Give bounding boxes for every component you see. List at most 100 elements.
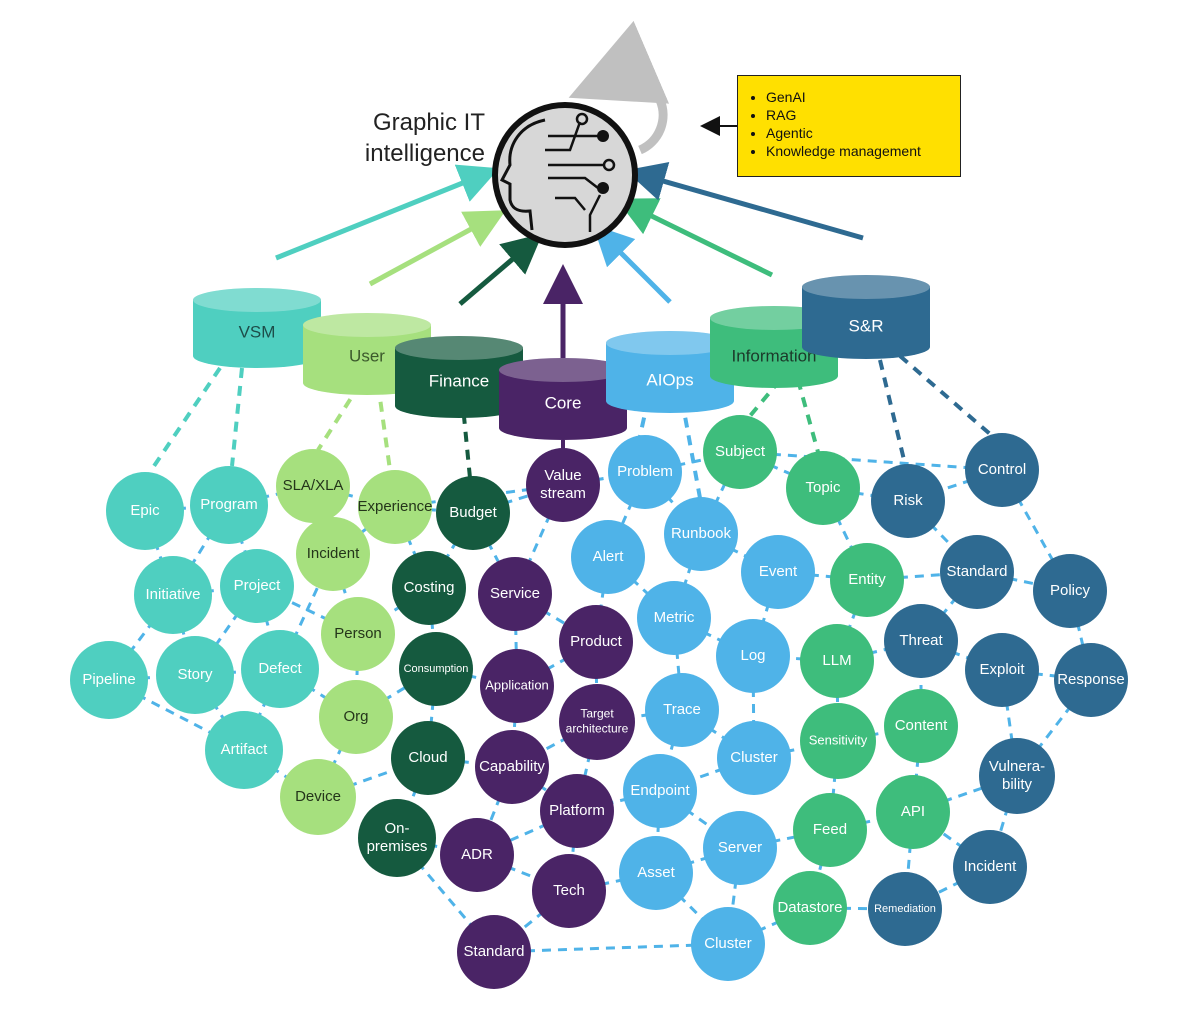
node-exploit: Exploit (965, 633, 1039, 707)
node-cluster: Cluster (717, 721, 791, 795)
node-label: Experience (357, 498, 432, 515)
node-subject: Subject (703, 415, 777, 489)
database-label: AIOps (646, 370, 693, 389)
node-problem: Problem (608, 435, 682, 509)
node-service: Service (478, 557, 552, 631)
node-label: Capability (479, 758, 545, 775)
node-label: Story (177, 666, 213, 683)
node-sensitivity: Sensitivity (800, 703, 876, 779)
node-label: Threat (899, 632, 943, 649)
database-link-line (796, 379, 820, 453)
node-server: Server (703, 811, 777, 885)
node-remediation: Remediation (868, 872, 942, 946)
database-core: Core (499, 358, 627, 440)
database-link-line (878, 359, 907, 465)
database-link-line (376, 383, 392, 471)
database-link-line (680, 399, 702, 499)
node-label: Device (295, 788, 341, 805)
node-event: Event (741, 535, 815, 609)
node-asset: Asset (619, 836, 693, 910)
feedback-loop-arrow (568, 20, 670, 155)
diagram-title-line-2: intelligence (364, 140, 485, 167)
node-label: LLM (822, 652, 851, 669)
node-label: Incident (964, 858, 1017, 875)
database-label: Core (545, 393, 582, 412)
node-sla-xla: SLA/XLA (276, 449, 350, 523)
node-label: SLA/XLA (283, 477, 344, 494)
node-label: Standard (464, 943, 525, 960)
node-label: Tech (553, 882, 585, 899)
node-consumption: Consumption (399, 632, 473, 706)
node-label: Alert (593, 548, 625, 565)
node-label: Application (485, 677, 549, 692)
database-user: User (303, 313, 431, 395)
node-label: Program (200, 496, 258, 513)
node-pipeline: Pipeline (70, 641, 148, 719)
brain-head-icon (492, 102, 638, 248)
node-label: Org (343, 708, 368, 725)
node-label: API (901, 803, 925, 820)
node-label: Subject (715, 443, 766, 460)
node-risk: Risk (871, 464, 945, 538)
database-label: Finance (429, 371, 489, 390)
data-flow-arrow (368, 210, 506, 287)
node-person: Person (321, 597, 395, 671)
callout-item: GenAI (766, 88, 950, 106)
node-incident: Incident (296, 517, 370, 591)
node-topic: Topic (786, 451, 860, 525)
node-label: Log (740, 647, 765, 664)
node-experience: Experience (357, 470, 433, 544)
node-label: Control (978, 461, 1026, 478)
node-label: Asset (637, 864, 675, 881)
node-endpoint: Endpoint (623, 754, 697, 828)
database-aiops: AIOps (606, 331, 734, 413)
callout-item: Knowledge management (766, 142, 950, 160)
node-application: Application (480, 649, 554, 723)
node-label: architecture (566, 722, 629, 736)
node-policy: Policy (1033, 554, 1107, 628)
node-content: Content (884, 689, 958, 763)
data-flow-arrow (592, 224, 672, 304)
database-link-line (316, 382, 362, 452)
node-label: Value (544, 467, 581, 484)
database-link-line (230, 367, 244, 467)
node-label: Response (1057, 671, 1125, 688)
node-label: Remediation (874, 903, 936, 915)
node-label: Budget (449, 504, 497, 521)
node-adr: ADR (440, 818, 514, 892)
node-label: Product (570, 633, 623, 650)
node-label: Incident (307, 545, 360, 562)
node-label: Cluster (730, 749, 778, 766)
node-label: Epic (130, 502, 160, 519)
node-llm: LLM (800, 624, 874, 698)
node-program: Program (190, 466, 268, 544)
node-standard: Standard (940, 535, 1014, 609)
node-label: Sensitivity (809, 732, 868, 747)
node-platform: Platform (540, 774, 614, 848)
node-label: Endpoint (630, 782, 690, 799)
database-label: User (349, 346, 385, 365)
node-metric: Metric (637, 581, 711, 655)
node-label: bility (1002, 776, 1033, 793)
node-label: Consumption (404, 663, 469, 675)
node-label: Costing (404, 579, 455, 596)
node-alert: Alert (571, 520, 645, 594)
node-label: Metric (654, 609, 695, 626)
node-tech: Tech (532, 854, 606, 928)
graph-edge (739, 450, 1003, 472)
node-label: Feed (813, 821, 847, 838)
node-log: Log (716, 619, 790, 693)
database-s-r: S&R (802, 275, 930, 359)
database-link-line (460, 395, 472, 479)
node-label: Runbook (671, 525, 732, 542)
graph-edge (493, 942, 729, 954)
node-response: Response (1054, 643, 1128, 717)
diagram-title-line-1: Graphic IT (372, 109, 485, 136)
database-label: VSM (239, 322, 276, 341)
node-device: Device (280, 759, 356, 835)
node-incident: Incident (953, 830, 1027, 904)
database-link-line (898, 354, 992, 436)
node-label: Vulnera- (989, 758, 1045, 775)
